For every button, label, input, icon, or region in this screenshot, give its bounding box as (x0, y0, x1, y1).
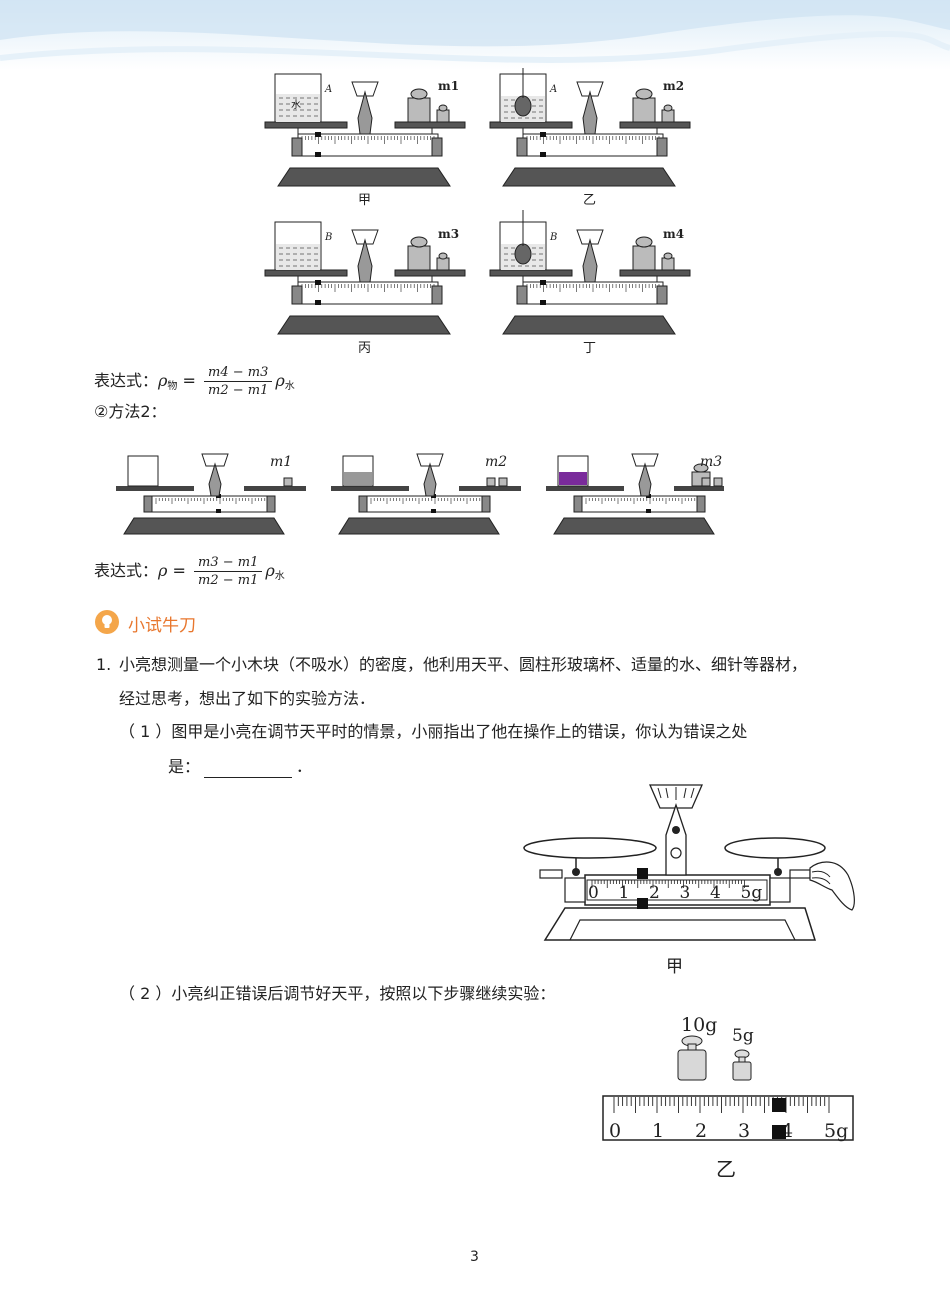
scale-number: 3 (680, 883, 691, 903)
scale-number: 5g (824, 1120, 848, 1142)
scale-number: 1 (652, 1120, 664, 1142)
method2-title: ②方法2： (94, 402, 167, 421)
part2-text: （ 2 ）小亮纠正错误后调节好天平，按照以下步骤继续实验： (119, 984, 556, 1003)
mass-label: m1 (270, 454, 292, 470)
pointer (665, 802, 687, 876)
svg-text:水: 水 (291, 99, 301, 111)
method2-balance-2: m2 (331, 453, 521, 535)
figure-caption: 丁 (583, 341, 596, 356)
method1-denominator: m2 − m1 (208, 383, 269, 398)
question-stem-line2: 经过思考，想出了如下的实验方法． (119, 689, 376, 708)
figure-caption: 乙 (583, 193, 596, 208)
svg-text:B: B (324, 232, 332, 243)
figure-caption: 丙 (358, 341, 371, 356)
weight-label-10g: 10g (681, 1014, 717, 1036)
question-number: 1. (96, 655, 112, 674)
beam-ruler (602, 1095, 854, 1141)
mass-label: m3 (700, 454, 722, 470)
balance-figure-1: A 水 m1 甲 (264, 73, 466, 208)
scale-number: 3 (738, 1120, 750, 1142)
mass-label: m3 (438, 227, 459, 241)
part1-line1: （ 1 ）图甲是小亮在调节天平时的情景，小丽指出了他在操作上的错误，你认为错误之… (119, 722, 748, 741)
scale-number: 0 (588, 883, 599, 903)
section-title: 小试牛刀 (128, 616, 196, 636)
rider-top (772, 1098, 786, 1112)
lightbulb-icon (95, 610, 119, 634)
mass-label: m1 (438, 79, 459, 93)
method1-numerator: m4 − m3 (204, 364, 273, 382)
balance-base (543, 907, 817, 941)
scale-number: 2 (695, 1120, 707, 1142)
method2-numerator: m3 − m1 (194, 554, 263, 572)
mass-label: m2 (663, 79, 684, 93)
answer-blank[interactable] (204, 761, 293, 778)
right-pan (724, 837, 826, 859)
figure-caption: 甲 (358, 193, 371, 208)
scale-number: 4 (710, 883, 721, 903)
mass-label: m4 (663, 227, 684, 241)
fig-yi-caption: 乙 (716, 1157, 736, 1181)
method2-balance-figures: m1 m2 m3 (116, 453, 724, 535)
svg-text:A: A (549, 84, 557, 95)
weight-10g (677, 1049, 707, 1081)
svg-text:B: B (549, 232, 557, 243)
question-stem-line1: 小亮想测量一个小木块（不吸水）的密度，他利用天平、圆柱形玻璃杯、适量的水、细针等… (119, 655, 808, 674)
weight-5g (732, 1061, 752, 1081)
svg-text:A: A (324, 84, 332, 95)
rider-top (637, 868, 648, 879)
scale-number: 2 (649, 883, 660, 903)
method2-denominator: m2 − m1 (198, 573, 259, 588)
hand (809, 861, 855, 911)
scale-number: 5g (741, 883, 763, 903)
rider-bottom (637, 898, 648, 909)
part1-line2: 是：． (168, 757, 313, 778)
header-wave (0, 0, 950, 70)
scale-number: 1 (619, 883, 630, 903)
mass-label: m2 (485, 454, 507, 470)
method2-balance-1: m1 (116, 453, 306, 535)
rider-bottom (772, 1125, 786, 1139)
page-number: 3 (470, 1249, 479, 1265)
fig-jia-caption: 甲 (666, 957, 683, 977)
weight-label-5g: 5g (732, 1026, 754, 1046)
method2-balance-3: m3 (546, 453, 724, 535)
left-pan (523, 837, 657, 859)
scale-number: 0 (609, 1120, 621, 1142)
